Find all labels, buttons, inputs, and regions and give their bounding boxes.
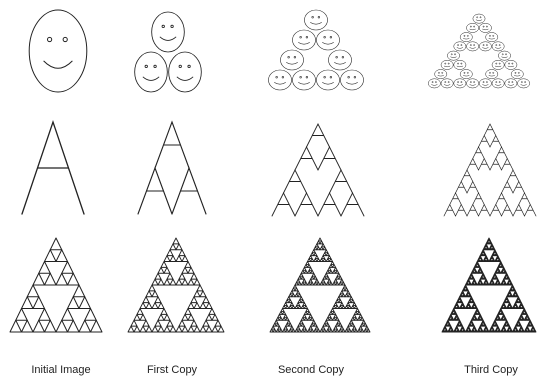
- smiley-third-copy: [428, 14, 529, 88]
- caption-first-copy: First Copy: [117, 364, 227, 376]
- letter-a-initial-image: [22, 122, 84, 214]
- sierpinski-first-copy: [128, 238, 224, 332]
- caption-initial-image: Initial Image: [6, 364, 116, 376]
- smiley-first-copy: [135, 12, 202, 92]
- smiley-second-copy: [268, 10, 363, 90]
- letter-a-third-copy: [444, 124, 536, 216]
- caption-third-copy: Third Copy: [436, 364, 540, 376]
- sierpinski-third-copy: [442, 238, 536, 332]
- letter-a-first-copy: [138, 122, 206, 214]
- letter-a-second-copy: [272, 124, 364, 216]
- sierpinski-second-copy: [270, 238, 370, 332]
- smiley-initial-image: [29, 10, 87, 92]
- caption-second-copy: Second Copy: [256, 364, 366, 376]
- sierpinski-initial-image: [10, 238, 102, 332]
